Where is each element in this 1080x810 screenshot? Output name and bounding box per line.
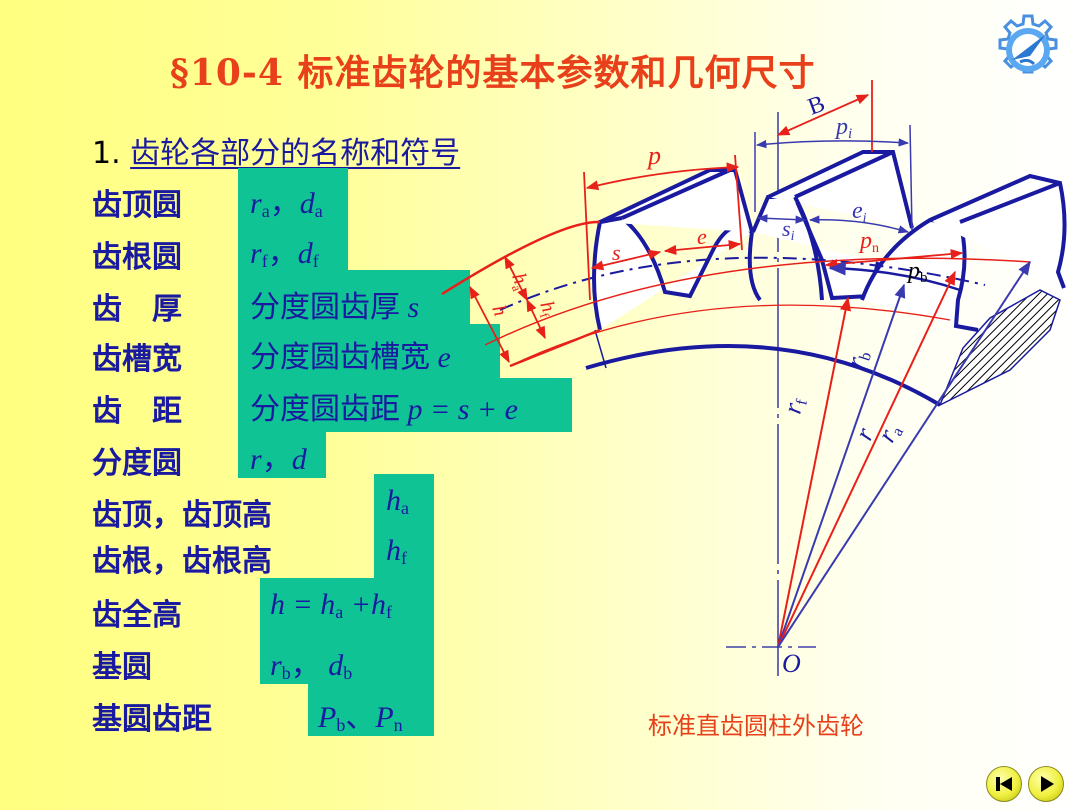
symbol-h: h = ha +hf (270, 588, 392, 622)
label-addendum-circle: 齿顶圆 (92, 188, 182, 223)
label-base-pitch: 基圆齿距 (92, 702, 212, 737)
symbol-box-6 (374, 474, 434, 578)
symbol-box-4 (238, 378, 572, 432)
svg-text:pb: pb (906, 258, 928, 286)
symbol-box-3 (238, 324, 500, 378)
svg-text:e: e (697, 224, 707, 249)
symbol-pb-pn: Pb、Pn (318, 701, 403, 735)
play-next-icon (1041, 776, 1054, 792)
slide-title: §10-4 标准齿轮的基本参数和几何尺寸 (170, 52, 816, 94)
label-tooth-thickness: 齿 厚 (92, 292, 182, 327)
svg-text:s: s (612, 240, 621, 265)
svg-text:ei: ei (852, 198, 867, 226)
label-B: B (804, 91, 828, 121)
symbol-box-8 (260, 632, 434, 684)
svg-text:hf: hf (533, 298, 561, 320)
section-heading: 1. 齿轮各部分的名称和符号 (92, 128, 460, 172)
symbol-e: 分度圆齿槽宽 e (250, 341, 451, 374)
diagram-caption: 标准直齿圆柱外齿轮 (648, 712, 864, 740)
symbol-hf: hf (386, 534, 407, 568)
svg-text:h: h (487, 302, 511, 319)
next-slide-button[interactable] (1028, 766, 1064, 802)
symbol-rf-df: rf，df (250, 237, 319, 271)
label-dedendum-circle: 齿根圆 (92, 240, 182, 275)
svg-text:O: O (782, 649, 801, 678)
symbol-box-5 (238, 432, 326, 478)
label-addendum: 齿顶，齿顶高 (92, 498, 272, 533)
symbol-ha: ha (386, 484, 409, 518)
symbol-box-7 (260, 578, 434, 632)
symbol-box-9 (308, 684, 434, 736)
label-base-circle: 基圆 (92, 650, 152, 685)
label-space-width: 齿槽宽 (92, 342, 182, 377)
label-dedendum: 齿根，齿根高 (92, 544, 272, 579)
symbol-box-1 (238, 168, 348, 270)
label-pitch-circle: 分度圆 (92, 446, 182, 481)
section-number: 1. (92, 136, 121, 171)
symbol-ra-da: ra，da (250, 187, 323, 221)
skip-back-icon (996, 777, 1012, 791)
symbol-s: 分度圆齿厚 s (250, 291, 420, 324)
label-pitch: 齿 距 (92, 394, 182, 429)
svg-text:pn: pn (858, 228, 879, 256)
symbol-p: 分度圆齿距 p = s + e (250, 393, 518, 426)
symbol-r-d: r，d (250, 443, 307, 476)
first-slide-button[interactable] (986, 766, 1022, 802)
gear-logo-icon (998, 14, 1058, 74)
svg-text:rf: rf (778, 394, 812, 416)
svg-text:pi: pi (834, 114, 852, 142)
symbol-rb-db: rb， db (270, 649, 353, 683)
svg-text:si: si (782, 216, 795, 244)
symbol-box-2 (238, 270, 470, 324)
label-whole-depth: 齿全高 (92, 598, 182, 633)
svg-text:p: p (646, 141, 661, 170)
svg-text:ha: ha (505, 270, 533, 293)
section-title: 齿轮各部分的名称和符号 (130, 136, 461, 171)
